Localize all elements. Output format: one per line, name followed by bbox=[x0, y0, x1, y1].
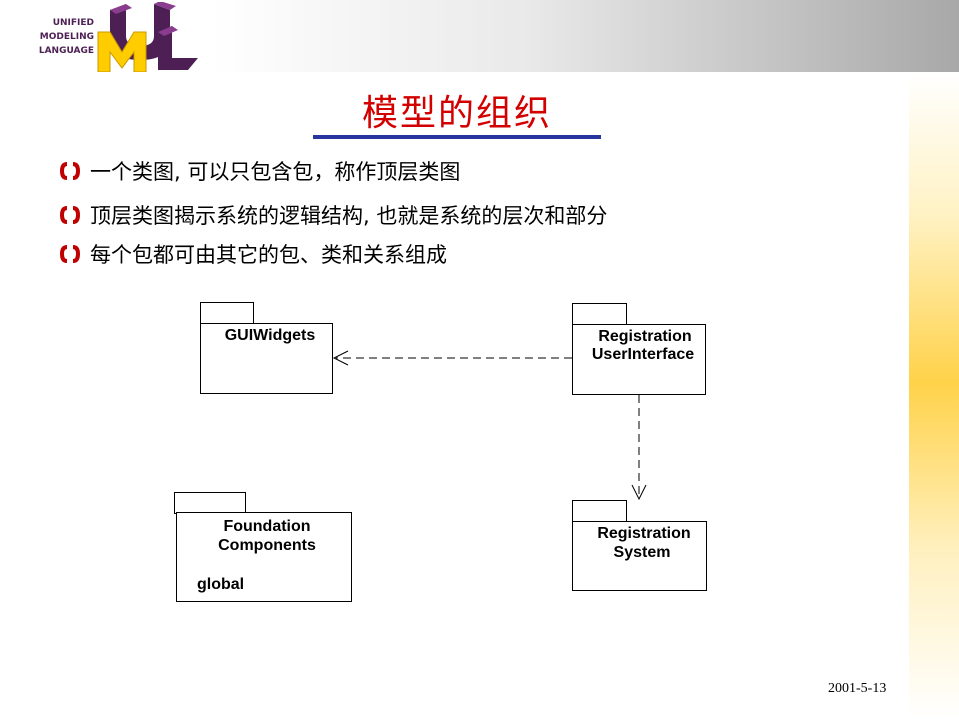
title-underline bbox=[313, 135, 601, 139]
package-tab bbox=[572, 303, 627, 325]
logo-line-unified: UNIFIED bbox=[52, 18, 94, 28]
right-gradient-bar bbox=[909, 72, 959, 719]
logo-u-top-right bbox=[154, 2, 176, 10]
logo-m-shape bbox=[97, 31, 147, 72]
package-body bbox=[176, 512, 352, 602]
logo-u-shape bbox=[110, 4, 170, 60]
double-bracket-icon bbox=[60, 162, 80, 180]
package-tab bbox=[572, 500, 627, 522]
dependency-arrowhead bbox=[631, 484, 647, 501]
package-label-userinterface: UserInterface bbox=[592, 346, 694, 363]
package-label-registration: Registration bbox=[597, 525, 690, 542]
double-bracket-icon bbox=[60, 245, 80, 263]
package-label-components: Components bbox=[218, 537, 316, 554]
logo-u-top-left bbox=[110, 4, 132, 14]
uml-logo-text: UNIFIED MODELING LANGUAGE bbox=[32, 16, 94, 58]
dependency-ui-to-system bbox=[631, 395, 647, 501]
package-label-guiwidgets: GUIWidgets bbox=[225, 327, 316, 344]
package-body bbox=[572, 521, 707, 591]
bullet-text-3: 每个包都可由其它的包、类和关系组成 bbox=[90, 243, 447, 267]
slide-title: 模型的组织 bbox=[361, 93, 552, 134]
bullet-item-2: 顶层类图揭示系统的逻辑结构, 也就是系统的层次和部分 bbox=[58, 200, 607, 230]
package-registration-userinterface[interactable]: Registration UserInterface bbox=[572, 303, 706, 395]
bullet-item-1: 一个类图, 可以只包含包，称作顶层类图 bbox=[58, 156, 460, 186]
bullet-text-2: 顶层类图揭示系统的逻辑结构, 也就是系统的层次和部分 bbox=[90, 204, 608, 228]
package-tab bbox=[200, 302, 254, 324]
package-foundation-components[interactable]: Foundation Components global bbox=[174, 492, 352, 602]
logo-l-shape bbox=[158, 26, 198, 70]
uml-logo-icon: U M L bbox=[97, 2, 198, 72]
logo-l-top bbox=[158, 26, 178, 36]
package-body bbox=[572, 324, 706, 395]
package-body bbox=[200, 323, 333, 394]
dependency-ui-to-guiwidgets bbox=[332, 350, 572, 366]
logo-line-language: LANGUAGE bbox=[38, 46, 94, 56]
bullet-item-3: 每个包都可由其它的包、类和关系组成 bbox=[58, 239, 447, 269]
package-label-registration: Registration bbox=[598, 328, 691, 345]
package-label-system: System bbox=[614, 544, 671, 561]
dependency-arrowhead bbox=[332, 350, 349, 366]
package-guiwidgets[interactable]: GUIWidgets bbox=[200, 302, 333, 394]
logo-line-modeling: MODELING bbox=[39, 32, 94, 42]
package-tab bbox=[174, 492, 246, 514]
slide-date: 2001-5-13 bbox=[828, 681, 887, 696]
package-tag-global: global bbox=[197, 576, 244, 593]
package-registration-system[interactable]: Registration System bbox=[572, 500, 707, 591]
bullet-text-1: 一个类图, 可以只包含包，称作顶层类图 bbox=[90, 160, 461, 184]
double-bracket-icon bbox=[60, 206, 80, 224]
package-label-foundation: Foundation bbox=[223, 518, 310, 535]
